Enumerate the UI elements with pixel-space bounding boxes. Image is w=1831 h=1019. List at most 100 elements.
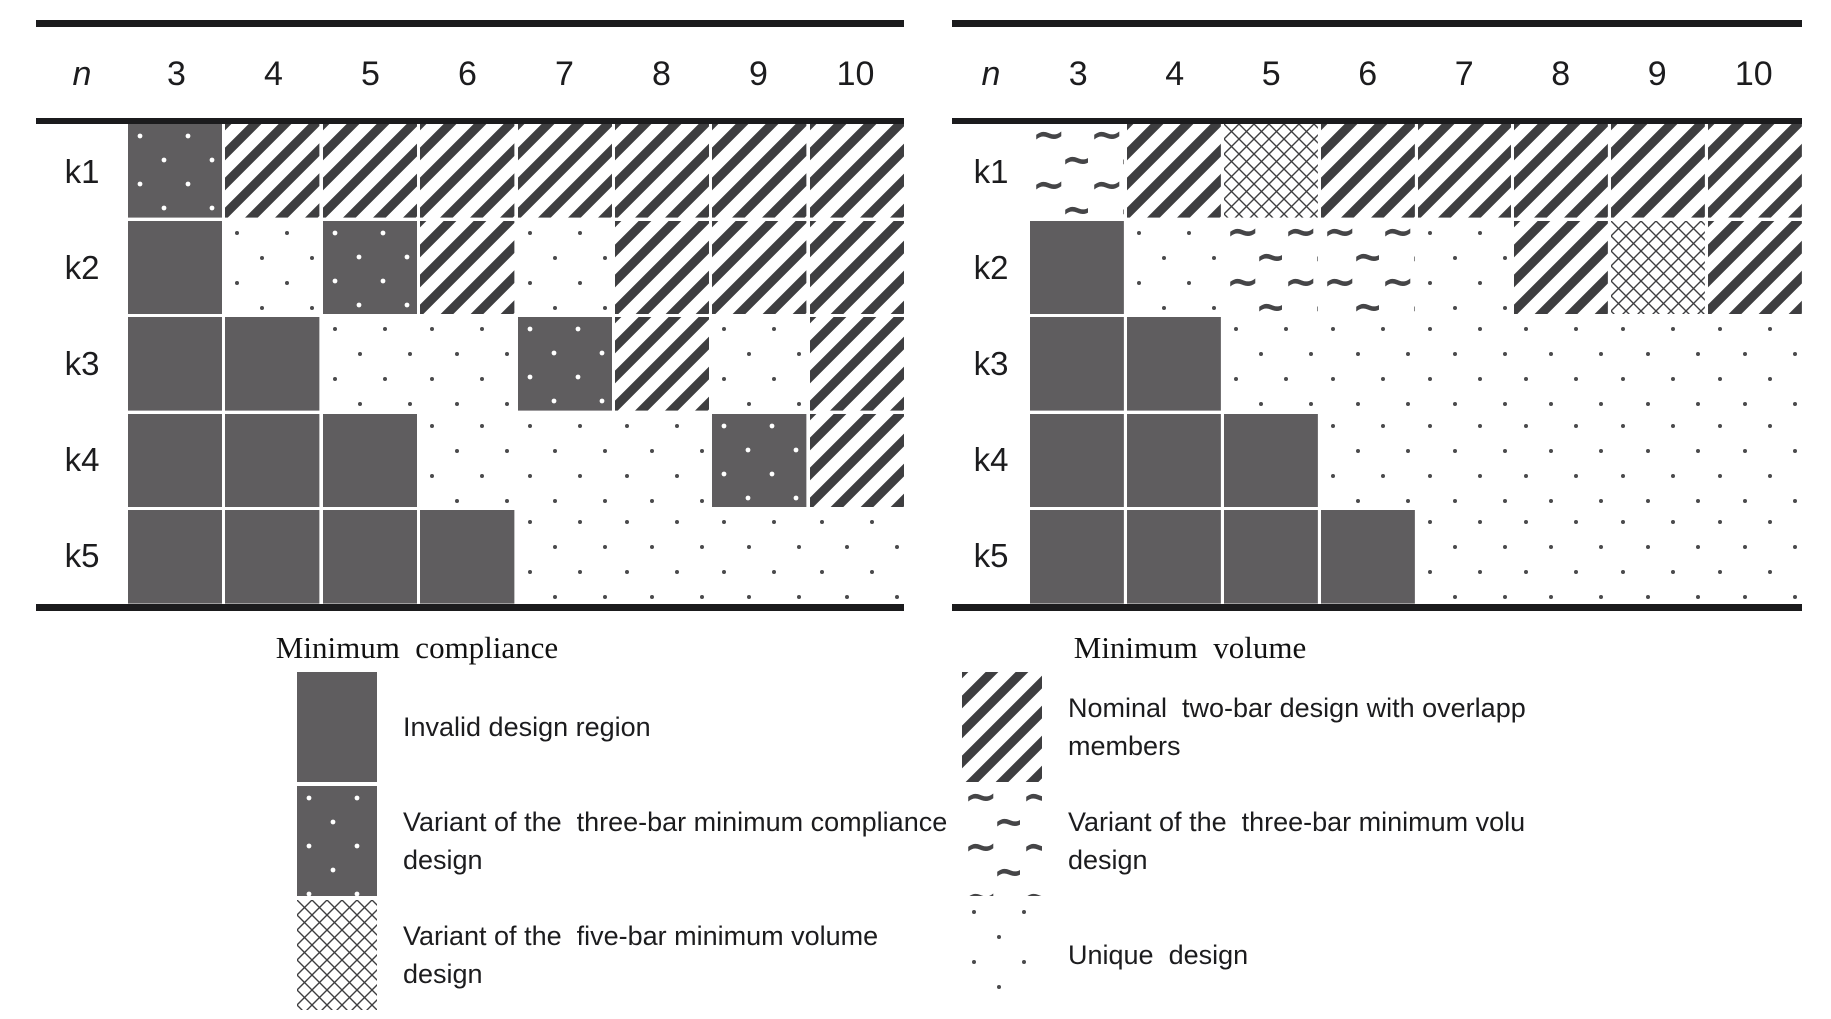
cell-k4-n10 <box>1708 413 1802 508</box>
row-label-k5: k5 <box>64 537 100 574</box>
variant3c-pattern <box>128 124 223 218</box>
col-header-9: 9 <box>1647 54 1667 93</box>
cell-k2-n3 <box>1030 220 1124 315</box>
unique-pattern <box>420 317 515 411</box>
cell-k3-n3 <box>128 317 223 411</box>
cell-k2-n8 <box>1514 220 1609 315</box>
invalid-pattern <box>225 317 320 411</box>
cell-k3-n5 <box>322 317 418 411</box>
unique-pattern <box>1611 317 1706 411</box>
variant3c-pattern <box>712 413 807 508</box>
cell-k3-n10 <box>1708 317 1802 411</box>
invalid-pattern <box>1320 510 1415 604</box>
cell-k1-n4 <box>225 124 320 218</box>
row-label-k3: k3 <box>64 345 100 382</box>
cell-k2-n8 <box>614 220 710 315</box>
caption-minimum-volume: Minimum volume <box>1073 630 1307 665</box>
twobar-pattern <box>1126 124 1221 218</box>
cell-k1-n6 <box>420 124 515 218</box>
cell-k1-n9 <box>712 124 807 218</box>
invalid-pattern <box>1126 413 1221 508</box>
cell-k2-n4 <box>225 220 320 315</box>
cell-k3-n9 <box>712 317 807 411</box>
header-rule <box>36 118 904 124</box>
invalid-pattern <box>225 413 320 508</box>
cell-k5-n10 <box>1708 510 1802 604</box>
unique-pattern <box>322 317 418 411</box>
twobar-pattern <box>712 124 807 218</box>
top-rule <box>952 20 1802 27</box>
twobar-pattern <box>712 220 807 315</box>
cell-k5-n5 <box>1223 510 1318 604</box>
cell-k2-n10 <box>809 220 904 315</box>
cell-k2-n10 <box>1708 220 1802 315</box>
unique-pattern <box>712 510 807 604</box>
cell-k4-n10 <box>809 413 904 508</box>
twobar-pattern <box>614 317 710 411</box>
cell-k1-n8 <box>614 124 710 218</box>
cell-k1-n7 <box>517 124 612 218</box>
variant3c-pattern <box>297 786 377 896</box>
cell-k3-n3 <box>1030 317 1124 411</box>
legend-swatch-unique <box>962 900 1042 1010</box>
cell-k3-n4 <box>1126 317 1221 411</box>
variant3c-pattern <box>517 317 612 411</box>
invalid-pattern <box>322 413 418 508</box>
invalid-pattern <box>128 510 223 604</box>
col-header-3: 3 <box>1068 54 1088 93</box>
cell-k1-n6 <box>1320 124 1415 218</box>
legend-label-line: Invalid design region <box>403 712 651 742</box>
cell-k2-n4 <box>1126 220 1221 315</box>
unique-pattern <box>712 317 807 411</box>
unique-pattern <box>1611 413 1706 508</box>
col-header-n: n <box>72 54 92 93</box>
col-header-9: 9 <box>749 54 768 93</box>
col-header-n: n <box>981 54 1001 93</box>
variant3c-pattern <box>322 220 418 315</box>
twobar-pattern <box>809 220 904 315</box>
cell-k1-n9 <box>1611 124 1706 218</box>
col-header-7: 7 <box>1454 54 1474 93</box>
cell-k4-n3 <box>1030 413 1124 508</box>
cell-k2-n7 <box>517 220 612 315</box>
cell-k1-n10 <box>809 124 904 218</box>
invalid-pattern <box>297 672 377 782</box>
unique-pattern <box>1417 220 1512 315</box>
cell-k1-n5 <box>1223 124 1318 218</box>
cell-k4-n4 <box>1126 413 1221 508</box>
col-header-8: 8 <box>1551 54 1571 93</box>
cell-k1-n7 <box>1417 124 1512 218</box>
unique-pattern <box>1417 510 1512 604</box>
cell-k1-n10 <box>1708 124 1802 218</box>
variant3v-pattern <box>962 786 1042 896</box>
legend-label-line: Variant of the three-bar minimum complia… <box>403 807 948 837</box>
variant5v-pattern <box>1611 220 1706 315</box>
twobar-pattern <box>1708 124 1802 218</box>
cell-k3-n9 <box>1611 317 1706 411</box>
cell-k2-n5 <box>322 220 418 315</box>
unique-pattern <box>1320 317 1415 411</box>
caption-minimum-compliance: Minimum compliance <box>275 630 559 665</box>
legend-label-line: Variant of the three-bar minimum volu <box>1068 807 1526 837</box>
cell-k5-n3 <box>1030 510 1124 604</box>
invalid-pattern <box>420 510 515 604</box>
legend-label-line: design <box>403 959 483 989</box>
invalid-pattern <box>128 220 223 315</box>
cell-k4-n9 <box>1611 413 1706 508</box>
legend-swatch-variant3c <box>297 786 377 896</box>
unique-pattern <box>517 510 612 604</box>
cell-k4-n4 <box>225 413 320 508</box>
cell-k1-n3 <box>128 124 223 218</box>
cell-k2-n9 <box>712 220 807 315</box>
twobar-pattern <box>1417 124 1512 218</box>
legend-item-variant3c: Variant of the three-bar minimum complia… <box>297 786 947 896</box>
cell-k3-n6 <box>1320 317 1415 411</box>
variant5v-pattern <box>297 900 377 1010</box>
top-rule <box>36 20 904 27</box>
